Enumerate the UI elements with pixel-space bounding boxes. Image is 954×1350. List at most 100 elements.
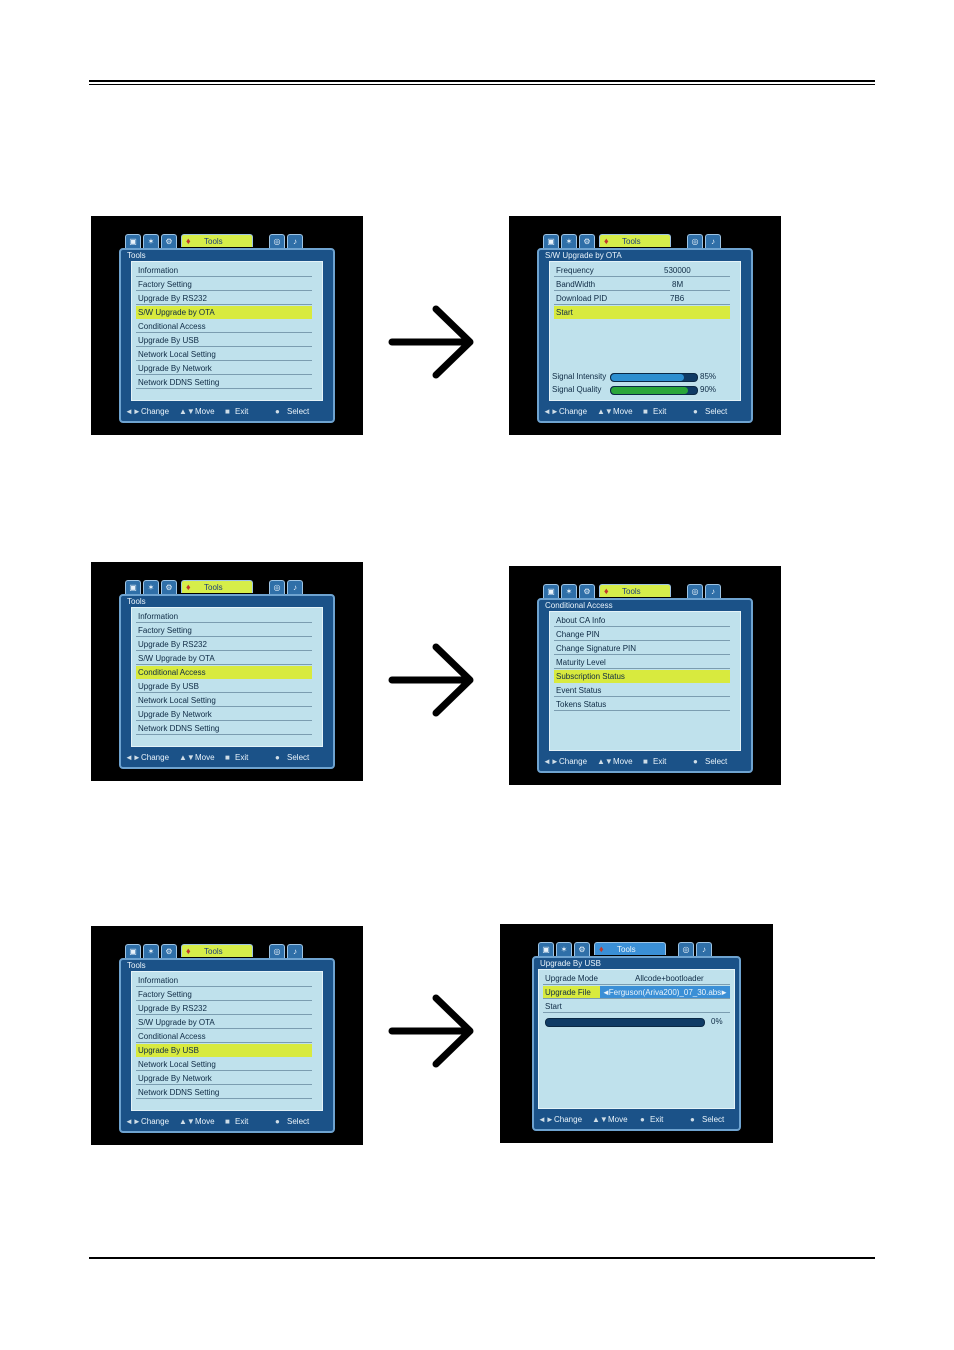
tab-settings-icon[interactable]: ⚙ (161, 580, 177, 594)
menu-item-selected[interactable]: S/W Upgrade by OTA (136, 306, 312, 319)
tab-media-icon[interactable]: ♪ (705, 234, 721, 248)
menu-item[interactable]: Upgrade By RS232 (136, 292, 312, 305)
menu-item-selected[interactable]: Conditional Access (136, 666, 312, 679)
tab-settings-icon[interactable]: ⚙ (579, 584, 595, 598)
menu-item[interactable]: Network DDNS Setting (136, 376, 312, 389)
left-right-icon: ◄► (543, 757, 559, 766)
menu-item[interactable]: Conditional Access (136, 1030, 312, 1043)
menu-item[interactable]: Information (136, 974, 312, 987)
tab-tools[interactable]: ♦Tools (594, 942, 666, 955)
ca-item[interactable]: Change PIN (554, 628, 730, 641)
tab-satellite-icon[interactable]: ✶ (561, 234, 577, 248)
menu-item[interactable]: Upgrade By Network (136, 1072, 312, 1085)
tab-bar: ▣ ✶ ⚙ ♦Tools ◎ ♪ (125, 580, 335, 594)
tab-media-icon[interactable]: ♪ (696, 942, 712, 956)
tab-settings-icon[interactable]: ⚙ (574, 942, 590, 956)
hint-select: Select (705, 757, 728, 766)
tab-game-icon[interactable]: ◎ (687, 234, 703, 248)
menu-item[interactable]: Upgrade By Network (136, 708, 312, 721)
hint-change: Change (559, 407, 588, 416)
tab-game-icon[interactable]: ◎ (269, 944, 285, 958)
menu-item[interactable]: Upgrade By USB (136, 680, 312, 693)
tab-tools[interactable]: ♦Tools (181, 234, 253, 247)
usb-start-button[interactable]: Start (543, 1000, 730, 1013)
tab-settings-icon[interactable]: ⚙ (161, 944, 177, 958)
tab-settings-icon[interactable]: ⚙ (161, 234, 177, 248)
tab-tools[interactable]: ♦Tools (181, 580, 253, 593)
ca-item-selected[interactable]: Subscription Status (554, 670, 730, 683)
frequency-value: 530000 (664, 266, 691, 275)
tab-tools[interactable]: ♦Tools (181, 944, 253, 957)
tab-satellite-icon[interactable]: ✶ (561, 584, 577, 598)
menu-item[interactable]: S/W Upgrade by OTA (136, 1016, 312, 1029)
hint-change: Change (559, 757, 588, 766)
ca-item[interactable]: Maturity Level (554, 656, 730, 669)
menu-item[interactable]: Network Local Setting (136, 348, 312, 361)
hint-exit: Exit (235, 753, 249, 762)
upgrade-file-row[interactable]: Upgrade File ◄ Ferguson(Ariva200)_07_30.… (543, 986, 730, 999)
menu-item-selected[interactable]: Upgrade By USB (136, 1044, 312, 1057)
tab-media-icon[interactable]: ♪ (287, 234, 303, 248)
tab-tv-icon[interactable]: ▣ (125, 234, 141, 248)
download-pid-value: 7B6 (670, 294, 685, 303)
tab-tv-icon[interactable]: ▣ (538, 942, 554, 956)
menu-item[interactable]: Factory Setting (136, 624, 312, 637)
ca-item[interactable]: Change Signature PIN (554, 642, 730, 655)
tab-satellite-icon[interactable]: ✶ (556, 942, 572, 956)
menu-item[interactable]: Network DDNS Setting (136, 1086, 312, 1099)
tab-tv-icon[interactable]: ▣ (125, 944, 141, 958)
start-button[interactable]: Start (554, 306, 730, 319)
tab-game-icon[interactable]: ◎ (678, 942, 694, 956)
panel-title: Upgrade By USB (540, 959, 601, 968)
menu-item[interactable]: Factory Setting (136, 988, 312, 1001)
tab-game-icon[interactable]: ◎ (269, 234, 285, 248)
tab-satellite-icon[interactable]: ✶ (143, 234, 159, 248)
menu-item[interactable]: Upgrade By Network (136, 362, 312, 375)
tab-tools[interactable]: ♦Tools (599, 584, 671, 597)
tab-tv-icon[interactable]: ▣ (125, 580, 141, 594)
toolbox-icon: ♦ (599, 944, 604, 954)
tab-satellite-icon[interactable]: ✶ (143, 580, 159, 594)
tab-bar: ▣ ✶ ⚙ ♦Tools ◎ ♪ (125, 944, 335, 958)
left-right-icon: ◄► (543, 407, 559, 416)
menu-item[interactable]: Upgrade By RS232 (136, 1002, 312, 1015)
menu-item[interactable]: Network Local Setting (136, 694, 312, 707)
tab-tools[interactable]: ♦Tools (599, 234, 671, 247)
signal-intensity-bar (610, 373, 698, 382)
ca-item[interactable]: Event Status (554, 684, 730, 697)
right-arrow-icon (388, 994, 474, 1068)
footer-rule (89, 1257, 875, 1259)
ca-item[interactable]: About CA Info (554, 614, 730, 627)
tab-game-icon[interactable]: ◎ (269, 580, 285, 594)
tab-satellite-icon[interactable]: ✶ (143, 944, 159, 958)
upgrade-file-select[interactable]: ◄ Ferguson(Ariva200)_07_30.abs ► (600, 986, 730, 998)
menu-item[interactable]: Conditional Access (136, 320, 312, 333)
menu-item[interactable]: Network Local Setting (136, 1058, 312, 1071)
bandwidth-value: 8M (672, 280, 684, 289)
tab-tv-icon[interactable]: ▣ (543, 584, 559, 598)
menu-item[interactable]: Information (136, 264, 312, 277)
menu-item[interactable]: Upgrade By USB (136, 334, 312, 347)
menu-list: Information Factory Setting Upgrade By R… (131, 607, 323, 747)
tab-media-icon[interactable]: ♪ (705, 584, 721, 598)
tab-game-icon[interactable]: ◎ (687, 584, 703, 598)
menu-item[interactable]: Upgrade By RS232 (136, 638, 312, 651)
ok-icon: ● (275, 753, 280, 762)
menu-item[interactable]: Factory Setting (136, 278, 312, 291)
menu-item[interactable]: S/W Upgrade by OTA (136, 652, 312, 665)
hint-select: Select (702, 1115, 725, 1124)
ok-icon: ● (690, 1115, 695, 1124)
menu-item[interactable]: Information (136, 610, 312, 623)
tab-tv-icon[interactable]: ▣ (543, 234, 559, 248)
tab-media-icon[interactable]: ♪ (287, 944, 303, 958)
tab-settings-icon[interactable]: ⚙ (579, 234, 595, 248)
tab-media-icon[interactable]: ♪ (287, 580, 303, 594)
menu-item[interactable]: Network DDNS Setting (136, 722, 312, 735)
ca-item[interactable]: Tokens Status (554, 698, 730, 711)
hint-move: Move (613, 757, 633, 766)
